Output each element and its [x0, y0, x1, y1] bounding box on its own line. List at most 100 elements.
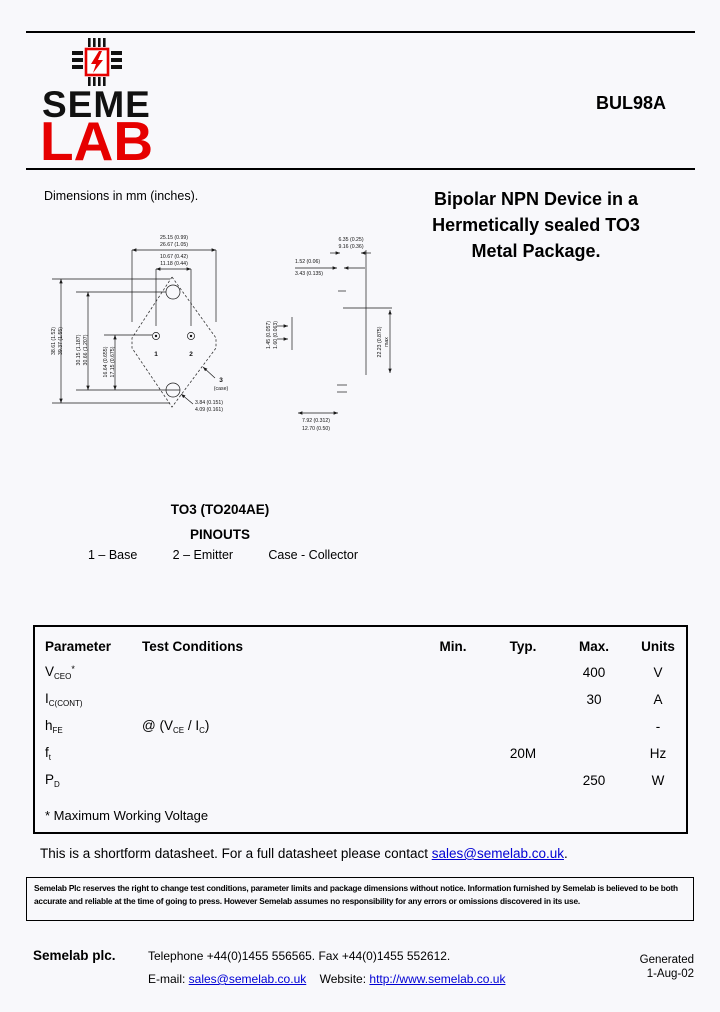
- shortform-email-link[interactable]: sales@semelab.co.uk: [431, 846, 564, 861]
- table-footnote: * Maximum Working Voltage: [45, 808, 209, 823]
- footer-spacer: [306, 972, 319, 986]
- cell-units: Hz: [649, 746, 667, 761]
- dim-offset-line1: 1.52 (0.06): [295, 259, 320, 265]
- param-subscript: C(CONT): [48, 699, 83, 708]
- disclaimer-box: Semelab Plc reserves the right to change…: [26, 877, 694, 921]
- param-symbol: I: [45, 691, 49, 706]
- shortform-text: This is a shortform datasheet. For a ful…: [40, 846, 432, 861]
- generated-date: 1-Aug-02: [646, 968, 694, 980]
- device-title-line3: Metal Package.: [471, 241, 601, 261]
- dim-height-line1: 22.23 (0.875): [377, 326, 383, 357]
- dim-holes-line1: 30.15 (1.187): [76, 334, 82, 365]
- device-title: Bipolar NPN Device in a Hermetically sea…: [386, 186, 686, 264]
- dim-pinlen-line1: 7.92 (0.312): [302, 418, 330, 424]
- dim-pinspace-line1: 10.67 (0.42): [160, 254, 188, 260]
- dim-pinspace-line2: 11.18 (0.44): [160, 261, 188, 267]
- pin1-label: 1: [154, 351, 158, 358]
- dim-holedia-line2: 4.09 (0.161): [195, 407, 223, 413]
- table-row-ft: ft 20M Hz: [35, 740, 686, 767]
- footer-email-link[interactable]: sales@semelab.co.uk: [188, 972, 307, 986]
- table-row-vceo: VCEO* 400 V: [35, 659, 686, 686]
- dim-pinhole-line1: 16.64 (0.655): [103, 346, 109, 377]
- pinout-collector: Case - Collector: [268, 548, 358, 562]
- header-divider: [26, 168, 695, 170]
- cond-subscript: C: [199, 726, 205, 735]
- footer-phone: Telephone +44(0)1455 556565. Fax +44(0)1…: [148, 949, 451, 963]
- footer-contact-row: E-mail: sales@semelab.co.uk Website: htt…: [148, 972, 505, 986]
- param-subscript: D: [54, 780, 60, 789]
- dim-length-line1: 38.61 (1.52): [51, 327, 57, 355]
- generated-label: Generated: [639, 954, 694, 966]
- dim-width-line2: 26.67 (1.05): [160, 242, 188, 248]
- to3-front-view: 25.15 (0.99) 26.67 (1.05) 10.67 (0.42) 1…: [51, 235, 228, 413]
- col-max: Max.: [578, 638, 609, 654]
- package-outline-drawing: 25.15 (0.99) 26.67 (1.05) 10.67 (0.42) 1…: [40, 222, 420, 452]
- dim-pindia-line1: 1.45 (0.057): [266, 321, 272, 349]
- shortform-period: .: [563, 846, 568, 861]
- logo-text-seme: SEME: [42, 84, 151, 125]
- param-subscript: CEO: [54, 672, 72, 681]
- device-title-line1: Bipolar NPN Device in a: [433, 189, 639, 209]
- cond-text: ): [204, 718, 210, 733]
- dim-width-line1: 25.15 (0.99): [160, 235, 188, 241]
- cond-text: / I: [184, 718, 200, 733]
- param-subscript: FE: [52, 726, 63, 735]
- cell-max: 30: [586, 692, 602, 707]
- package-name: TO3 (TO204AE): [170, 502, 270, 517]
- pinouts-heading: PINOUTS: [189, 527, 250, 542]
- top-divider: [26, 31, 695, 33]
- param-symbol: P: [45, 772, 55, 787]
- device-title-line2: Hermetically sealed TO3: [432, 215, 640, 235]
- table-row-pd: PD 250 W: [35, 767, 686, 794]
- param-superscript: *: [71, 664, 75, 674]
- footer-website-link[interactable]: http://www.semelab.co.uk: [369, 972, 506, 986]
- cell-units: A: [653, 692, 663, 707]
- lightning-bolt-icon: [91, 51, 103, 73]
- case-label: (case): [214, 386, 229, 392]
- dim-height-line2: max: [384, 337, 390, 347]
- dim-pinhole-line2: 17.15 (0.675): [110, 346, 116, 377]
- dim-length-line2: 39.37 (1.55): [58, 327, 64, 355]
- dim-cap-line1: 6.35 (0.25): [338, 237, 363, 243]
- col-min: Min.: [439, 638, 467, 654]
- pinout-emitter: 2 – Emitter: [172, 548, 234, 562]
- spec-table: Parameter Test Conditions Min. Typ. Max.…: [33, 625, 688, 834]
- col-conditions: Test Conditions: [142, 638, 243, 654]
- footer-website-label: Website:: [319, 972, 370, 986]
- col-parameter: Parameter: [45, 638, 112, 654]
- table-row-hfe: hFE @ (VCE / IC) -: [35, 713, 686, 740]
- pinout-base: 1 – Base: [88, 548, 138, 562]
- param-symbol: V: [45, 664, 55, 679]
- dim-offset-line2: 3.43 (0.135): [295, 271, 323, 277]
- dim-pindia-line2: 1.60 (0.063): [273, 321, 279, 349]
- dim-holes-line2: 30.66 (1.207): [83, 334, 89, 365]
- to3-side-view: 6.35 (0.25) 9.16 (0.36) 1.52 (0.06) 3.43…: [266, 237, 392, 432]
- dimensions-note: Dimensions in mm (inches).: [44, 189, 199, 203]
- spec-table-header-row: Parameter Test Conditions Min. Typ. Max.…: [35, 633, 686, 659]
- shortform-note: This is a shortform datasheet. For a ful…: [40, 846, 568, 861]
- param-subscript: t: [48, 753, 51, 762]
- cell-typ: 20M: [509, 746, 537, 761]
- col-units: Units: [641, 638, 675, 654]
- cell-units: W: [651, 773, 665, 788]
- col-typ: Typ.: [509, 638, 537, 654]
- table-row-ic: IC(CONT) 30 A: [35, 686, 686, 713]
- cond-subscript: CE: [172, 726, 185, 735]
- footer-company: Semelab plc.: [33, 948, 116, 963]
- generated-stamp: Generated 1-Aug-02: [640, 953, 694, 981]
- logo-text-lab: LAB: [40, 110, 154, 172]
- footer-email-label: E-mail:: [148, 972, 189, 986]
- cell-max: 250: [582, 773, 606, 788]
- cell-max: 400: [582, 665, 606, 680]
- cell-units: -: [655, 719, 661, 734]
- pin3-label: 3: [219, 377, 223, 384]
- semelab-logo-icon: [72, 38, 122, 91]
- pinout-list: 1 – Base 2 – Emitter Case - Collector: [88, 548, 358, 562]
- cond-text: @ (V: [142, 718, 173, 733]
- param-symbol: f: [45, 745, 49, 760]
- dim-cap-line2: 9.16 (0.36): [338, 244, 363, 250]
- cell-units: V: [653, 665, 663, 680]
- pin2-label: 2: [189, 351, 193, 358]
- dim-pinlen-line2: 12.70 (0.50): [302, 426, 330, 432]
- param-symbol: h: [45, 718, 53, 733]
